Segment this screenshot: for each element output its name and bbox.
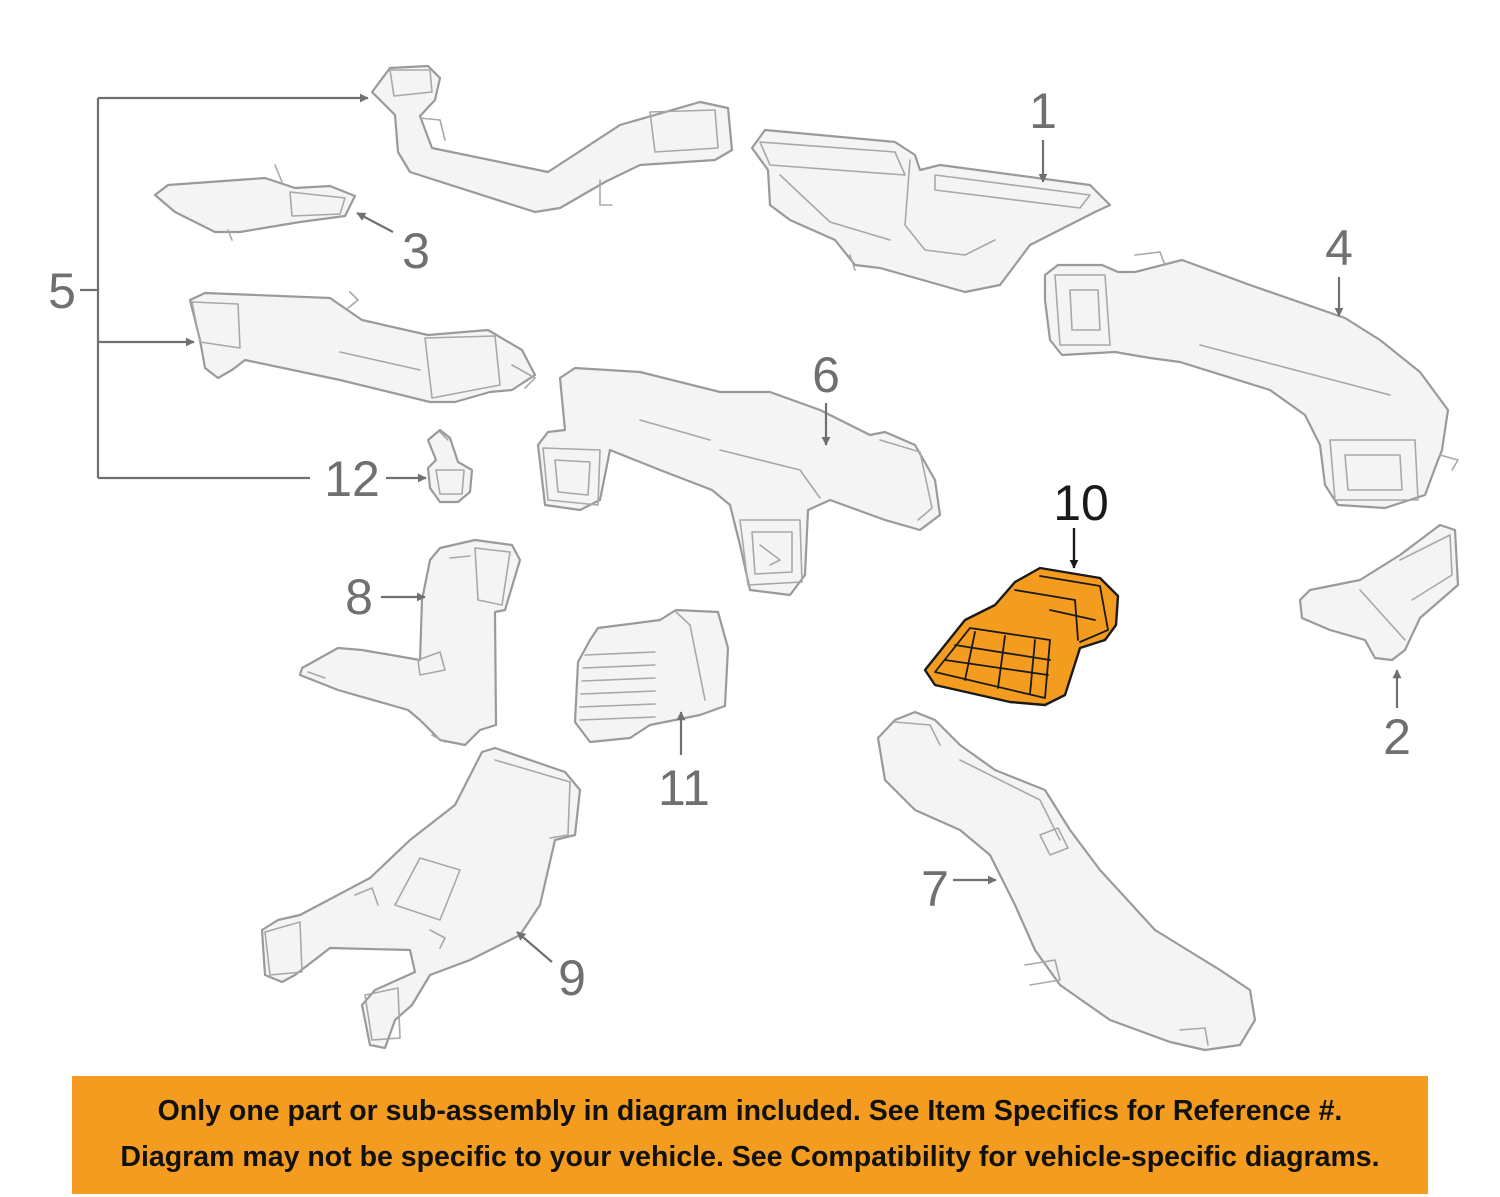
callout-8: 8 [345,569,373,625]
part-11-vent [573,608,730,744]
callout-6: 6 [812,347,840,403]
callout-11: 11 [658,760,710,816]
callout-7: 7 [921,861,949,917]
part-5-upper-duct [370,64,734,214]
callout-1: 1 [1029,83,1057,139]
part-8-duct [298,538,522,747]
part-5-lower-duct [188,291,537,404]
part-7-floor-duct [876,710,1257,1052]
disclaimer-line-2: Diagram may not be specific to your vehi… [120,1141,1380,1173]
disclaimer-line-1: Only one part or sub-assembly in diagram… [157,1095,1343,1127]
disclaimer-banner: Only one part or sub-assembly in diagram… [72,1076,1428,1194]
callout-5: 5 [48,263,76,319]
callout-9: 9 [558,950,586,1006]
part-9-floor-duct [260,746,582,1050]
hvac-duct-exploded-diagram: 1 2 3 4 5 6 7 8 9 10 11 12 [48,64,1460,1052]
callout-3: 3 [402,223,430,279]
callout-12: 12 [324,451,380,507]
callout-10: 10 [1053,475,1109,531]
part-2-bracket [1298,523,1460,662]
callout-4: 4 [1325,220,1353,276]
callout-5-bracket [80,93,369,480]
part-4-right-duct [1043,251,1459,510]
callout-9-leader [516,931,553,963]
callout-2: 2 [1383,709,1411,765]
part-10-air-vent-highlighted [923,566,1120,707]
part-1-center-duct [750,128,1112,294]
part-12-clip [426,428,474,504]
part-6-center-duct [536,366,942,597]
part-3-vent-duct [153,164,357,241]
callout-3-leader [356,212,394,233]
